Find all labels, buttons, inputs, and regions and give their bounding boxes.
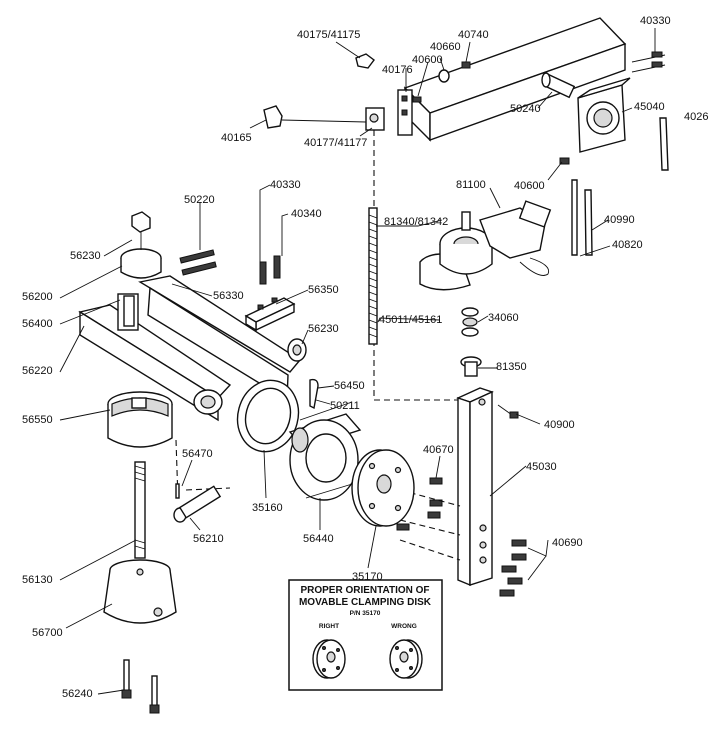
base-56700 [103,559,177,624]
label-56440: 56440 [303,533,334,545]
label-40820: 40820 [612,239,643,251]
label-40660: 40660 [430,41,461,53]
part-labels: 40175/41175 40176 40660 40740 40330 4016… [22,15,709,700]
label-56330: 56330 [213,290,244,302]
label-81340-81342: 81340/81342 [384,216,448,228]
block-56350 [244,255,296,332]
label-45011-45161: 45011/45161 [379,314,442,326]
label-40990: 40990 [604,214,635,226]
label-56450: 56450 [334,380,365,392]
ring-35160 [236,379,300,453]
wrong-disk-icon [389,639,423,679]
orientation-inset: PROPER ORIENTATION OF MOVABLE CLAMPING D… [288,579,443,691]
clamp-arms [78,275,302,422]
washers [460,307,482,377]
label-81350: 81350 [496,361,527,373]
label-40330-top: 40330 [640,15,671,27]
label-50220: 50220 [184,194,215,206]
label-50211: 50211 [330,400,360,412]
bolts-56240 [121,659,160,714]
label-56350: 56350 [308,284,339,296]
label-40340: 40340 [291,208,322,220]
label-35160: 35160 [252,502,283,514]
label-56200: 56200 [22,291,53,303]
label-56550: 56550 [22,414,53,426]
label-40740: 40740 [458,29,489,41]
label-81100: 81100 [456,179,486,191]
label-40175-41175: 40175/41175 [297,29,360,41]
label-40330-left: 40330 [270,179,301,191]
housing-56550 [107,391,173,448]
label-56470: 56470 [182,448,213,460]
inset-title-line2: MOVABLE CLAMPING DISK [299,597,432,608]
right-disk-icon [312,639,346,679]
inset-part-number: P/N 35170 [350,610,381,617]
label-40260: 40260 [684,111,709,123]
label-45030: 45030 [526,461,557,473]
disk-35170 [351,449,415,527]
pin-56210 [173,485,222,523]
label-34060: 34060 [488,312,519,324]
label-56400: 56400 [22,318,53,330]
inset-title-line1: PROPER ORIENTATION OF [300,585,429,596]
label-40900: 40900 [544,419,575,431]
shaft-56130 [134,461,146,559]
label-56230-mid: 56230 [308,323,339,335]
label-56240: 56240 [62,688,93,700]
label-45040: 45040 [634,101,665,113]
label-40177-41177: 40177/41177 [304,137,367,149]
bolts-right [396,404,527,597]
label-40670: 40670 [423,444,454,456]
label-35170: 35170 [352,571,383,583]
threaded-rod [368,207,378,345]
label-50240: 50240 [510,103,541,115]
label-40176: 40176 [382,64,413,76]
knob-56200 [120,211,162,279]
label-40165: 40165 [221,132,252,144]
inset-wrong-label: WRONG [391,623,417,630]
label-56230-top: 56230 [70,250,101,262]
upper-bar-assembly [263,17,669,256]
label-56220: 56220 [22,365,53,377]
column-45030 [456,387,494,587]
label-56700: 56700 [32,627,63,639]
label-56130: 56130 [22,574,53,586]
leader-lines [59,28,656,695]
inset-right-label: RIGHT [319,623,339,630]
gear-assembly [419,200,552,291]
label-56210: 56210 [193,533,224,545]
label-40600-mid: 40600 [514,180,545,192]
label-40600-top: 40600 [412,54,443,66]
label-40690: 40690 [552,537,583,549]
screws-50220 [179,249,217,276]
